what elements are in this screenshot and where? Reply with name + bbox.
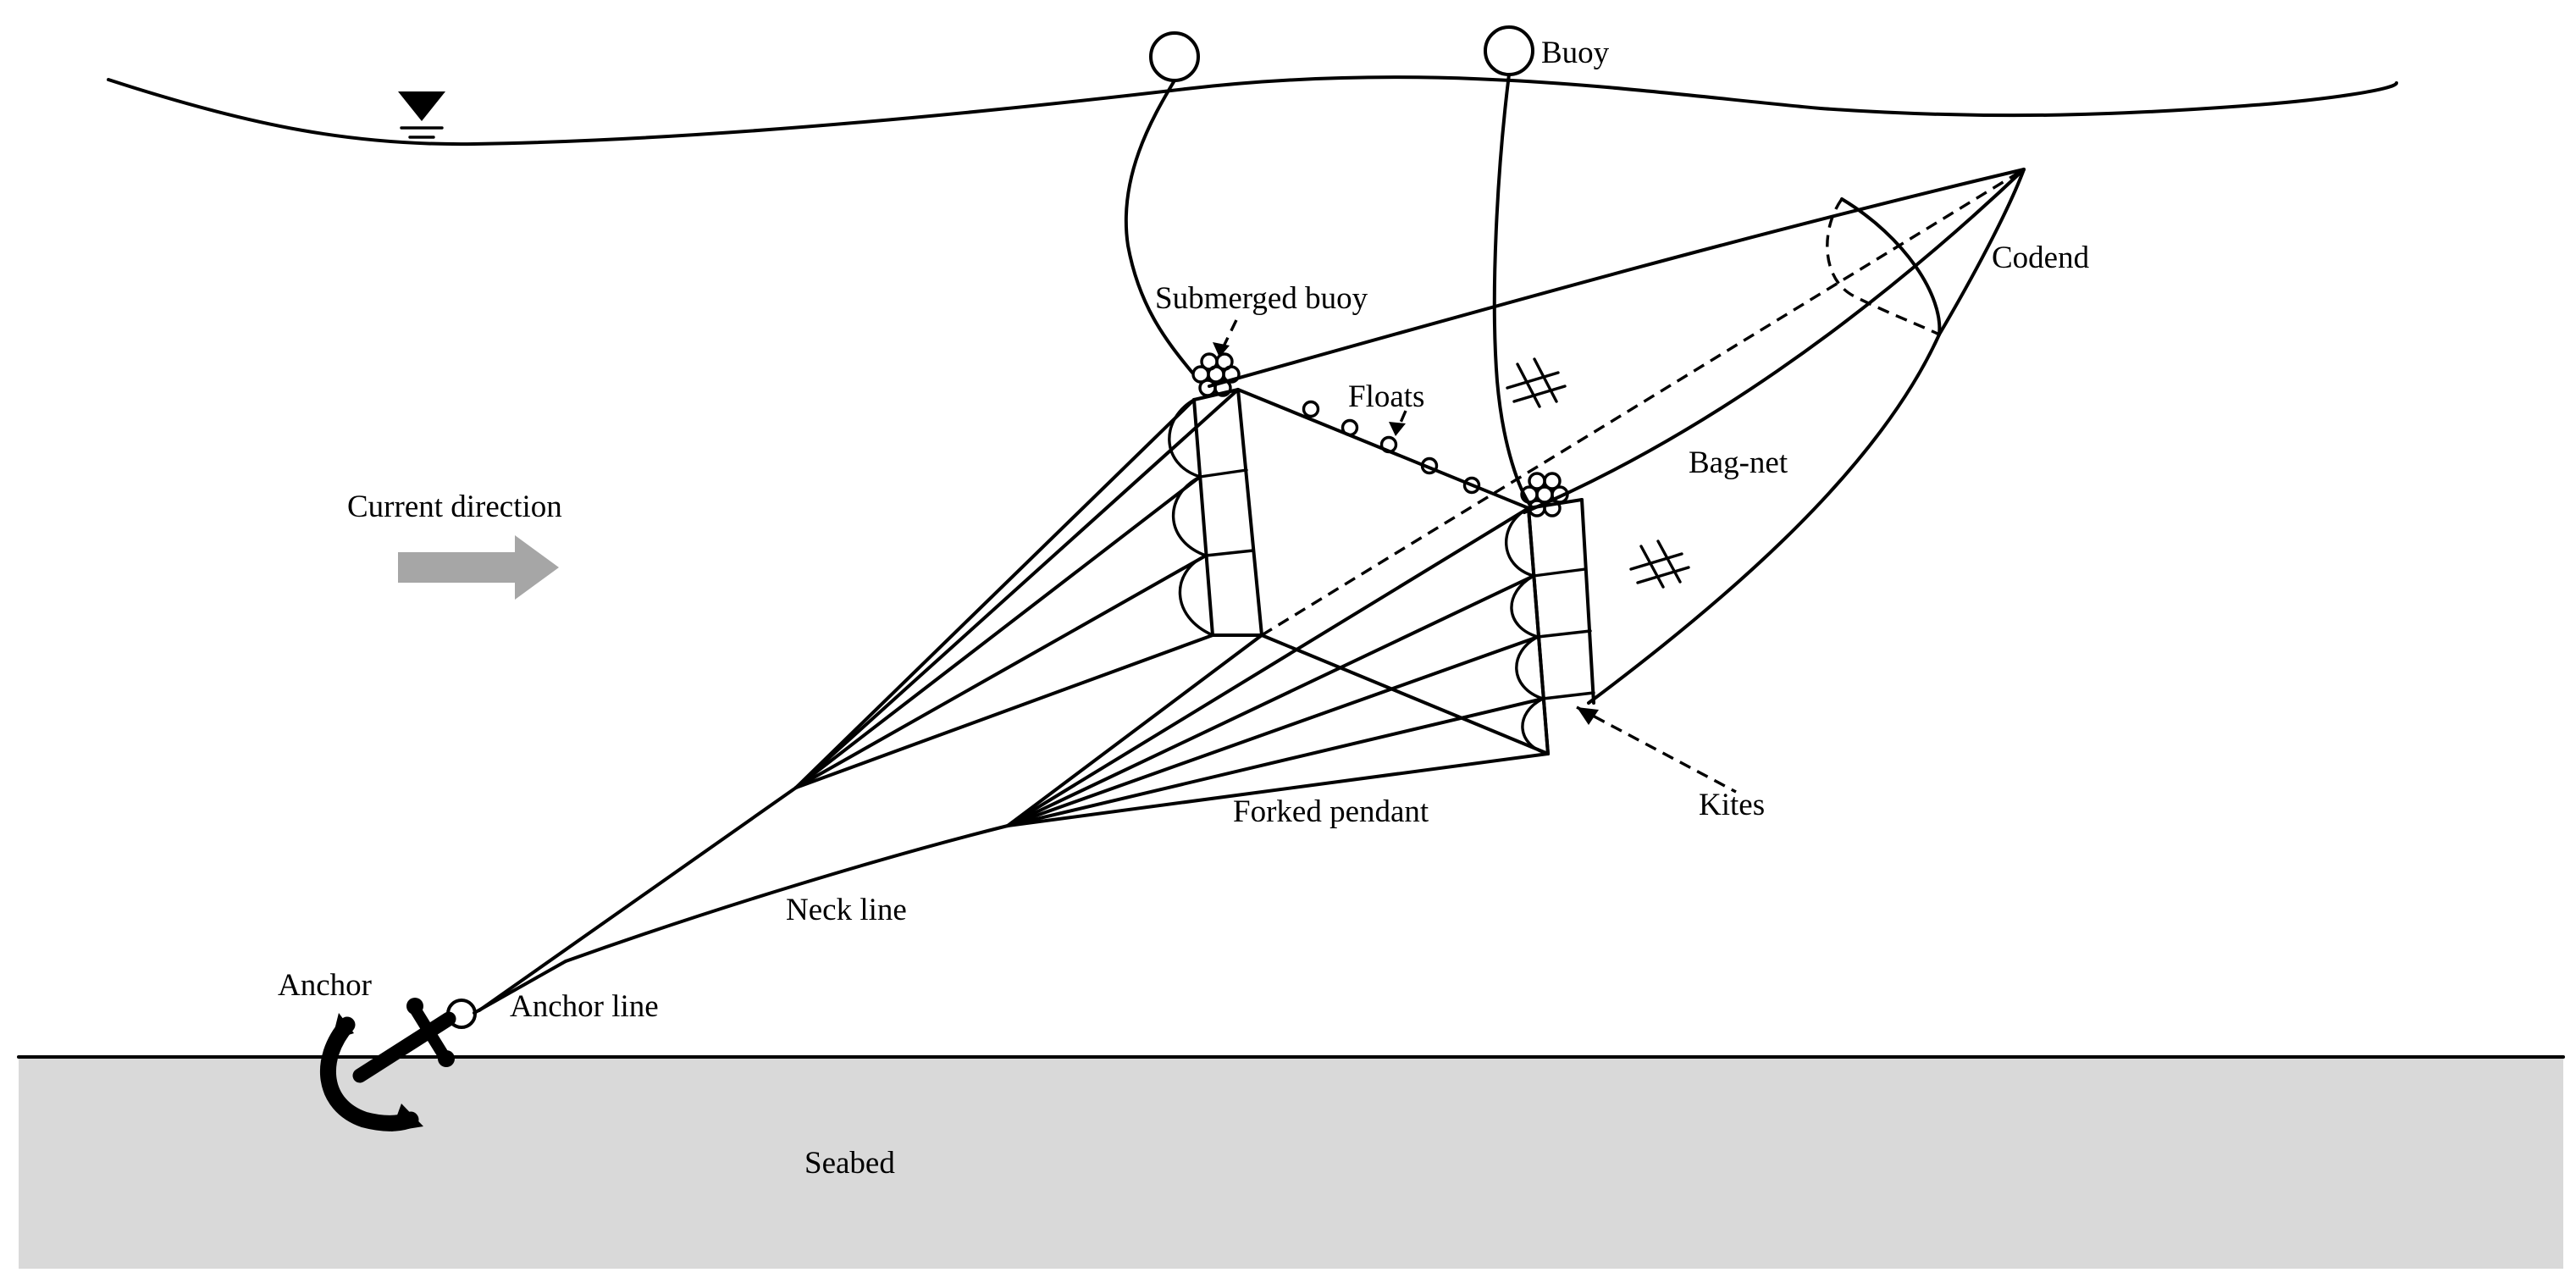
neck-line-left bbox=[478, 786, 798, 1012]
label-current-direction: Current direction bbox=[347, 490, 562, 524]
neck-line-right bbox=[564, 824, 1009, 963]
forked-pendant-left bbox=[794, 388, 1240, 789]
kites-pointer bbox=[1576, 705, 1737, 794]
submerged-buoy-cluster-right bbox=[1520, 472, 1569, 517]
buoy-line-right bbox=[1492, 73, 1533, 508]
label-bag-net: Bag-net bbox=[1689, 445, 1788, 480]
label-anchor: Anchor bbox=[278, 968, 372, 1003]
bag-net bbox=[1208, 168, 2026, 705]
current-arrow-icon bbox=[398, 535, 559, 600]
label-submerged-buoy: Submerged buoy bbox=[1155, 281, 1368, 316]
codend bbox=[1826, 197, 1942, 336]
kites-pointer-arrowhead bbox=[1577, 707, 1599, 725]
kite-panel-left bbox=[1168, 388, 1263, 637]
forked-pendant-right bbox=[1006, 506, 1550, 827]
buoy-left bbox=[1149, 31, 1200, 82]
label-neck-line: Neck line bbox=[786, 893, 907, 927]
mesh-icon bbox=[1506, 357, 1567, 408]
seabed bbox=[17, 1055, 2565, 1269]
mesh-icon bbox=[1629, 539, 1690, 589]
anchor-icon bbox=[320, 998, 477, 1131]
kite-panel-right bbox=[1505, 498, 1595, 755]
label-codend: Codend bbox=[1992, 241, 2090, 275]
floats-pointer bbox=[1396, 410, 1407, 431]
net-mouth-frame bbox=[1236, 388, 1550, 755]
submerged-buoy-cluster-left bbox=[1191, 352, 1241, 397]
label-buoy: Buoy bbox=[1541, 36, 1610, 70]
floats bbox=[1302, 400, 1481, 495]
water-surface bbox=[107, 75, 2398, 147]
label-forked-pendant: Forked pendant bbox=[1233, 794, 1429, 829]
label-anchor-line: Anchor line bbox=[510, 989, 659, 1024]
buoy-line-left bbox=[1124, 79, 1194, 374]
buoy-right bbox=[1484, 25, 1534, 76]
anchor-line bbox=[473, 960, 567, 1015]
label-seabed: Seabed bbox=[804, 1146, 895, 1181]
label-kites: Kites bbox=[1699, 788, 1765, 822]
submerged-buoy-pointer-arrowhead bbox=[1213, 342, 1230, 357]
floats-pointer-arrowhead bbox=[1389, 422, 1406, 436]
water-level-icon bbox=[398, 91, 445, 139]
label-floats: Floats bbox=[1348, 379, 1424, 414]
